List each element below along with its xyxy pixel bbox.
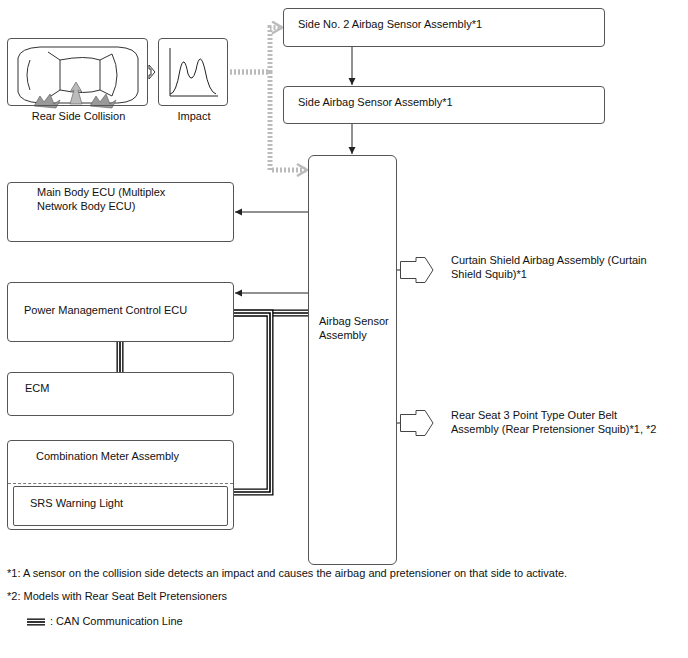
node-text: Side No. 2 Airbag Sensor Assembly*1 [298, 17, 598, 31]
node-text: Impact [159, 109, 229, 123]
sensor-box: Side Airbag Sensor Assembly*1 [283, 86, 605, 124]
connector [352, 124, 353, 154]
connector [235, 212, 308, 213]
connector [235, 293, 308, 294]
node-text: Power Management Control ECU [24, 303, 224, 317]
car-illustration [18, 47, 138, 103]
node-text: Airbag Sensor Assembly [319, 314, 389, 343]
warning-light-box: SRS Warning Light [13, 486, 228, 526]
squib-symbol: Rear Seat 3 Point Type Outer Belt Assemb… [400, 410, 434, 436]
divider-line [8, 483, 233, 484]
graph-box: Impact [158, 38, 228, 106]
connector [352, 47, 353, 85]
squib-symbol: Curtain Shield Airbag Assembly (Curtain … [400, 257, 434, 283]
meter-box: Combination Meter AssemblySRS Warning Li… [7, 440, 234, 530]
node-text: Combination Meter Assembly [36, 449, 226, 463]
squib-outline [400, 410, 434, 436]
legend-text: : CAN Communication Line [50, 614, 183, 628]
footnote: *2: Models with Rear Seat Belt Pretensio… [7, 589, 227, 603]
footnote: *1: A sensor on the collision side detec… [7, 566, 567, 580]
node-text: Rear Seat 3 Point Type Outer Belt Assemb… [451, 408, 666, 437]
illustration-box: Rear Side Collision [7, 38, 148, 106]
ecu-box: Main Body ECU (Multiplex Network Body EC… [7, 182, 234, 242]
node-text: Rear Side Collision [8, 109, 149, 123]
sensor-box: Side No. 2 Airbag Sensor Assembly*1 [283, 8, 605, 47]
airbag-sensor-box: Airbag Sensor Assembly [308, 155, 397, 565]
node-text: SRS Warning Light [30, 496, 210, 510]
node-text: ECM [25, 381, 215, 395]
node-text: Main Body ECU (Multiplex Network Body EC… [37, 185, 197, 214]
impact-graph [170, 48, 218, 96]
connector [234, 313, 270, 492]
squib-outline [400, 257, 434, 283]
ecu-box: ECM [7, 372, 234, 416]
connector [149, 65, 155, 79]
node-text: Curtain Shield Airbag Assembly (Curtain … [451, 253, 651, 282]
connector [120, 342, 121, 372]
can-line-swatch [27, 622, 45, 623]
collision-mark [34, 82, 116, 108]
ecu-box: Power Management Control ECU [7, 282, 234, 342]
node-text: Side Airbag Sensor Assembly*1 [298, 95, 598, 109]
connector [230, 28, 282, 73]
